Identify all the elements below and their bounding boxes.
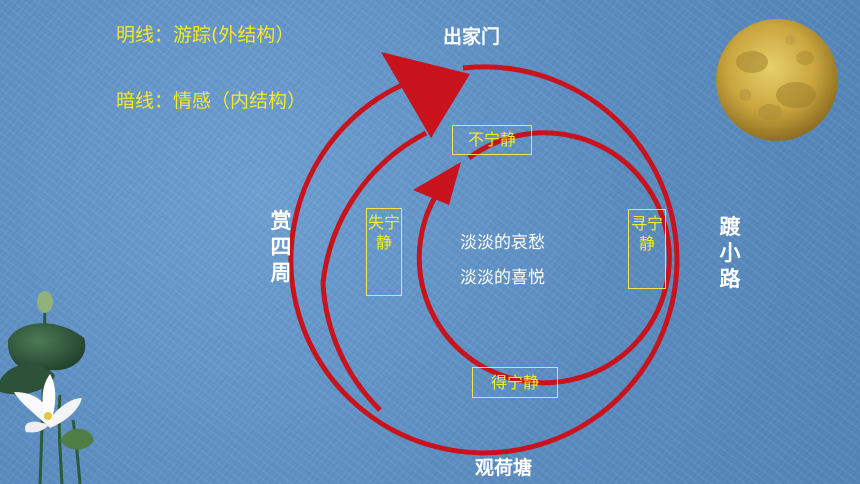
inner-cycle-arrow (413, 130, 672, 386)
center-emotion-2: 淡淡的喜悦 (460, 268, 545, 288)
inner-label-bottom: 得宁静 (472, 367, 558, 398)
outer-label-top: 出家门 (443, 26, 501, 48)
full-moon-icon (716, 19, 838, 141)
inner-label-left: 失宁静 (366, 208, 402, 296)
inner-label-right: 寻宁静 (628, 209, 666, 289)
outer-label-bottom: 观荷塘 (475, 457, 533, 479)
inner-label-top: 不宁静 (452, 125, 532, 155)
legend-inner-structure: 暗线：情感（内结构） (116, 90, 307, 112)
center-emotion-1: 淡淡的哀愁 (460, 233, 545, 253)
outer-label-left: 赏四周 (270, 209, 292, 285)
lotus-icon (0, 291, 94, 484)
outer-cycle-arrow (288, 52, 680, 456)
legend-outer-structure: 明线：游踪(外结构） (116, 24, 295, 46)
outer-label-right: 踱小路 (719, 215, 741, 291)
